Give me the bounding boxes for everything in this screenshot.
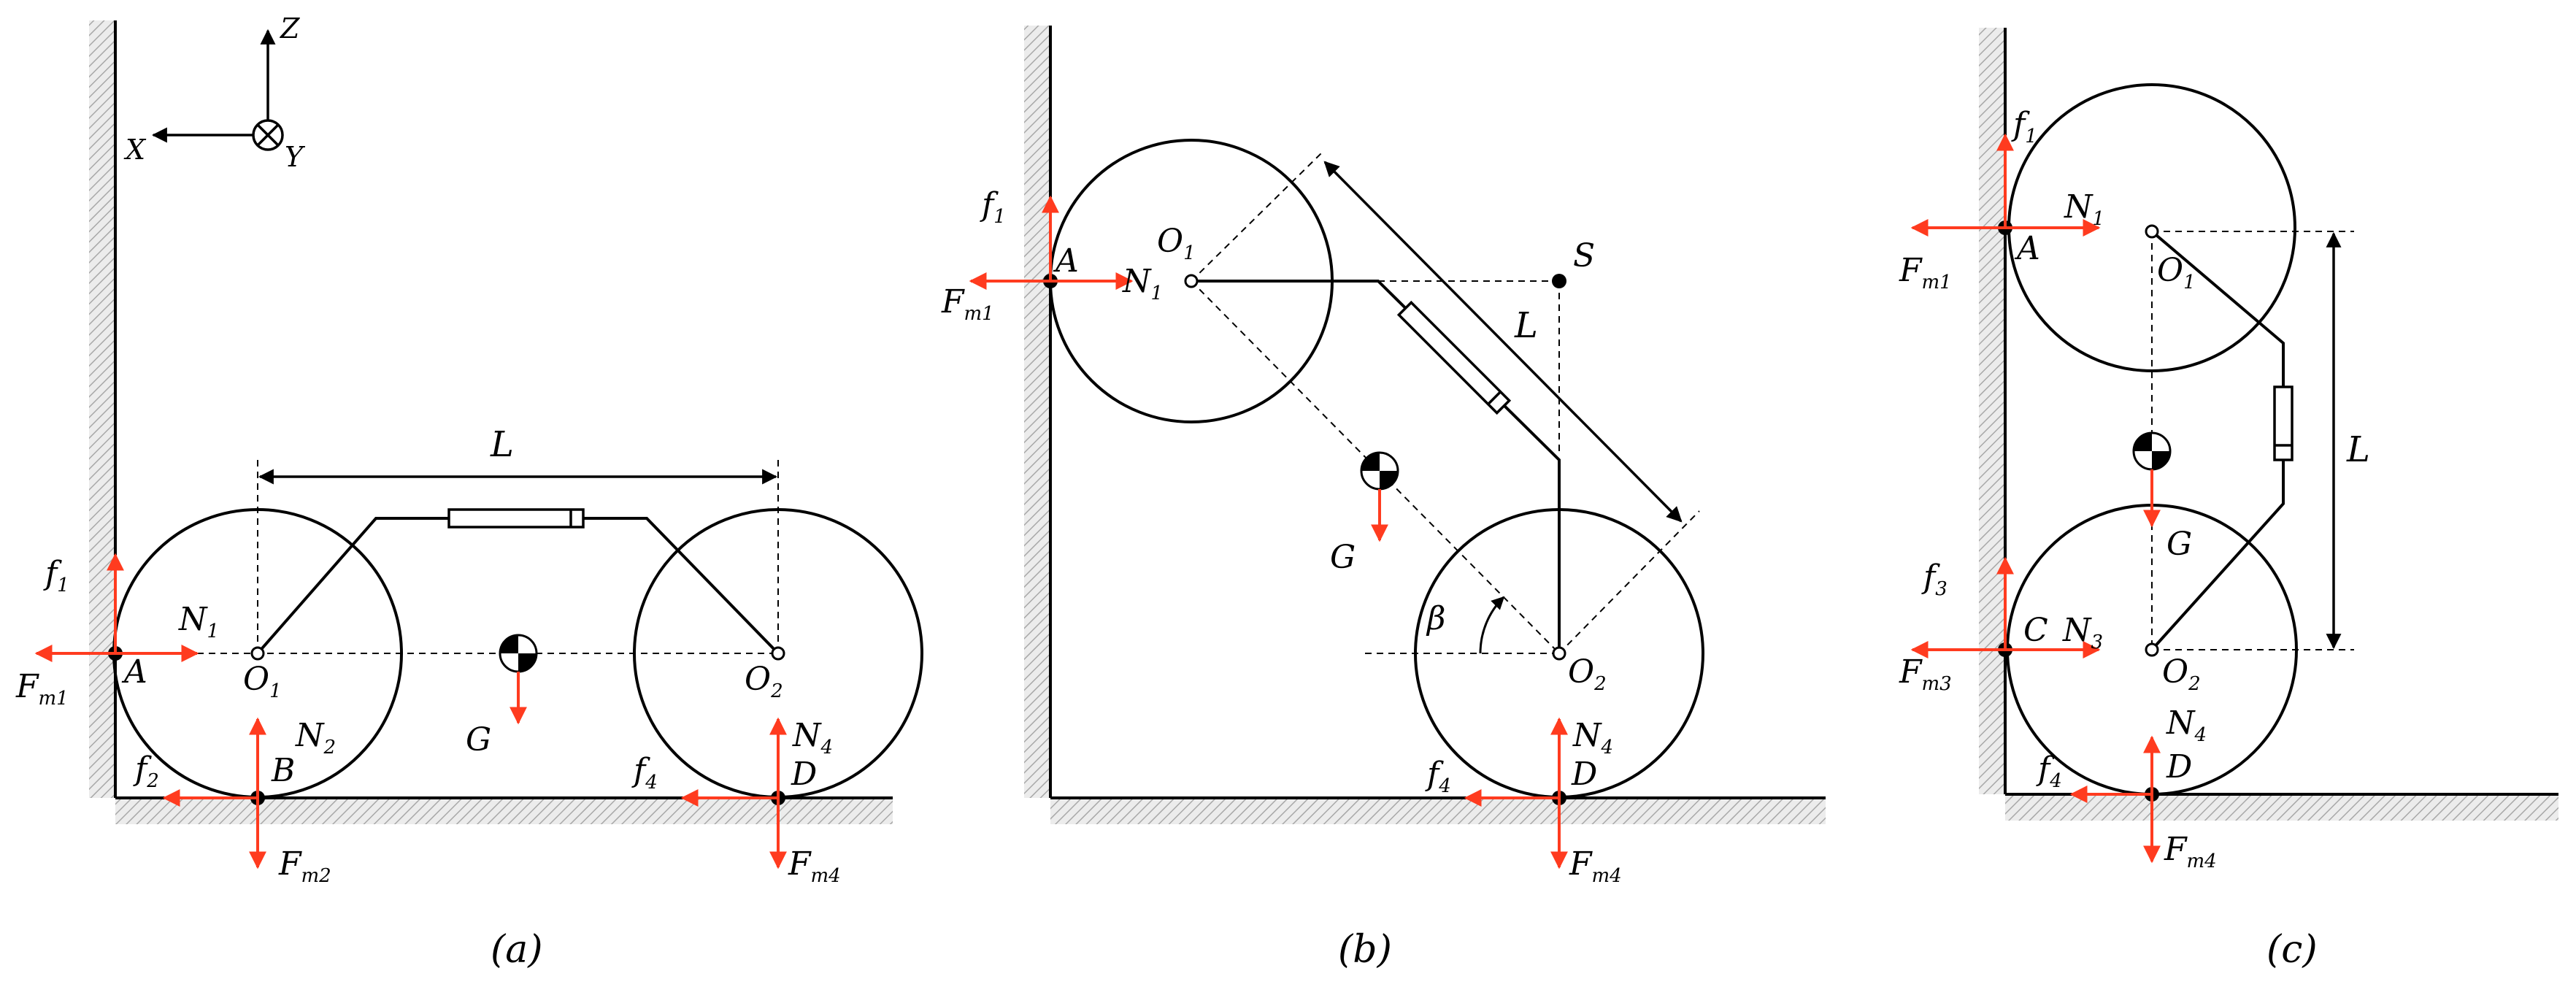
label-n2: N2 bbox=[295, 717, 336, 759]
label-o1: O1 bbox=[243, 661, 282, 702]
label-beta: β bbox=[1426, 600, 1445, 637]
linkage-arm bbox=[256, 517, 780, 655]
label-n4: N4 bbox=[2166, 704, 2207, 746]
label-n4: N4 bbox=[1572, 717, 1613, 759]
label-fm1: Fm1 bbox=[941, 283, 994, 325]
label-o1: O1 bbox=[1157, 223, 1196, 264]
label-g: G bbox=[2166, 526, 2192, 563]
wall-hatch bbox=[89, 20, 115, 798]
label-fm1: Fm1 bbox=[1899, 252, 1952, 293]
label-a: A bbox=[121, 653, 147, 691]
label-f4: f4 bbox=[2036, 750, 2062, 792]
label-fm4: Fm4 bbox=[788, 845, 841, 887]
label-b: B bbox=[271, 752, 295, 789]
label-f1: f1 bbox=[43, 555, 69, 596]
caption-a: (a) bbox=[491, 928, 543, 972]
label-o2: O2 bbox=[2162, 653, 2201, 695]
linkage-arm bbox=[2150, 230, 2285, 651]
panel-b: L f1 A N1 Fm1 bbox=[941, 26, 1826, 972]
axis-x-label: X bbox=[123, 134, 147, 166]
length-label: L bbox=[1514, 305, 1538, 346]
label-n1: N1 bbox=[2064, 188, 2104, 230]
caption-c: (c) bbox=[2267, 928, 2318, 972]
label-n1: N1 bbox=[1122, 263, 1163, 304]
label-c: C bbox=[2023, 612, 2048, 649]
label-f4: f4 bbox=[631, 752, 658, 794]
label-o2: O2 bbox=[745, 661, 783, 702]
label-g: G bbox=[466, 721, 491, 759]
label-fm2: Fm2 bbox=[278, 845, 331, 887]
length-label: L bbox=[2346, 429, 2370, 470]
axis-z-label: Z bbox=[280, 12, 300, 45]
center-of-gravity-icon bbox=[1360, 451, 1399, 491]
label-o2: O2 bbox=[1568, 653, 1607, 695]
actuator bbox=[2273, 385, 2294, 461]
label-fm4: Fm4 bbox=[2164, 831, 2217, 872]
panel-a: Z X Y L bbox=[15, 12, 923, 972]
label-f2: f2 bbox=[133, 750, 159, 792]
floor-hatch bbox=[1050, 798, 1826, 824]
label-f3: f3 bbox=[1921, 558, 1948, 600]
center-of-gravity-icon bbox=[2132, 431, 2172, 471]
actuator bbox=[447, 508, 585, 529]
label-a: A bbox=[2014, 230, 2040, 267]
label-o1: O1 bbox=[2157, 252, 2196, 293]
coordinate-axes: Z X Y bbox=[123, 12, 306, 173]
center-of-gravity-icon bbox=[499, 634, 538, 673]
label-d: D bbox=[1571, 756, 1597, 793]
length-dimension bbox=[1323, 161, 1683, 523]
label-a: A bbox=[1053, 242, 1079, 280]
actuator bbox=[1396, 300, 1512, 415]
point-s bbox=[1552, 274, 1566, 288]
label-n3: N3 bbox=[2062, 612, 2103, 653]
label-g: G bbox=[1330, 539, 1356, 576]
label-s: S bbox=[1573, 237, 1595, 274]
label-fm4: Fm4 bbox=[1569, 845, 1622, 887]
floor-hatch bbox=[2005, 794, 2558, 821]
label-f4: f4 bbox=[1425, 756, 1451, 797]
label-f1: f1 bbox=[980, 186, 1006, 228]
wall-hatch bbox=[1024, 26, 1050, 798]
caption-b: (b) bbox=[1338, 928, 1392, 972]
label-n4: N4 bbox=[792, 717, 833, 759]
length-label: L bbox=[490, 424, 514, 465]
axis-y-label: Y bbox=[285, 141, 306, 173]
label-fm3: Fm3 bbox=[1899, 653, 1952, 695]
label-d: D bbox=[791, 756, 817, 793]
label-f1: f1 bbox=[2011, 106, 2037, 147]
panel-c: L f1 N1 A Fm1 O1 bbox=[1899, 28, 2558, 972]
label-n1: N1 bbox=[178, 601, 219, 642]
wall-hatch bbox=[1979, 28, 2005, 794]
label-fm1: Fm1 bbox=[15, 668, 69, 710]
label-d: D bbox=[2166, 748, 2192, 786]
floor-hatch bbox=[115, 798, 893, 824]
